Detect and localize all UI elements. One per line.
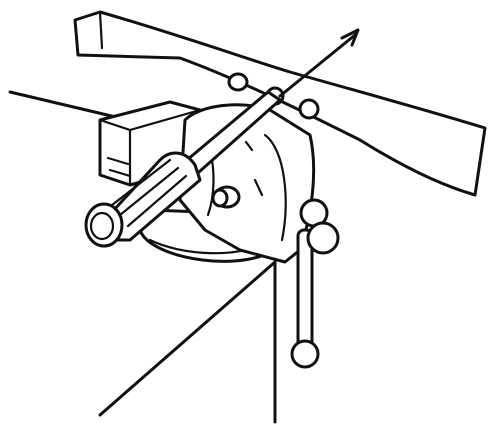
vise-handle bbox=[290, 198, 340, 369]
screwdriver bbox=[84, 28, 360, 248]
workbench-edge bbox=[8, 90, 277, 424]
